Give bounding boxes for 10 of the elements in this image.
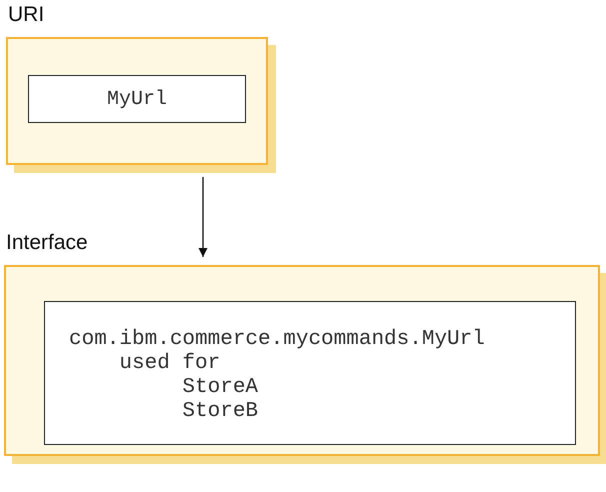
code-text: MyUrl [106, 88, 167, 110]
code-line: used for [119, 352, 222, 376]
code-line: com.ibm.commerce.mycommands.MyUrl [69, 328, 486, 352]
panel-heading: URI [8, 3, 44, 27]
panel-heading: Interface [6, 231, 88, 255]
code-box [28, 75, 246, 123]
code-line: StoreA [182, 376, 260, 400]
code-line: StoreB [182, 400, 260, 424]
arrow [198, 177, 208, 257]
code-box [44, 301, 576, 445]
